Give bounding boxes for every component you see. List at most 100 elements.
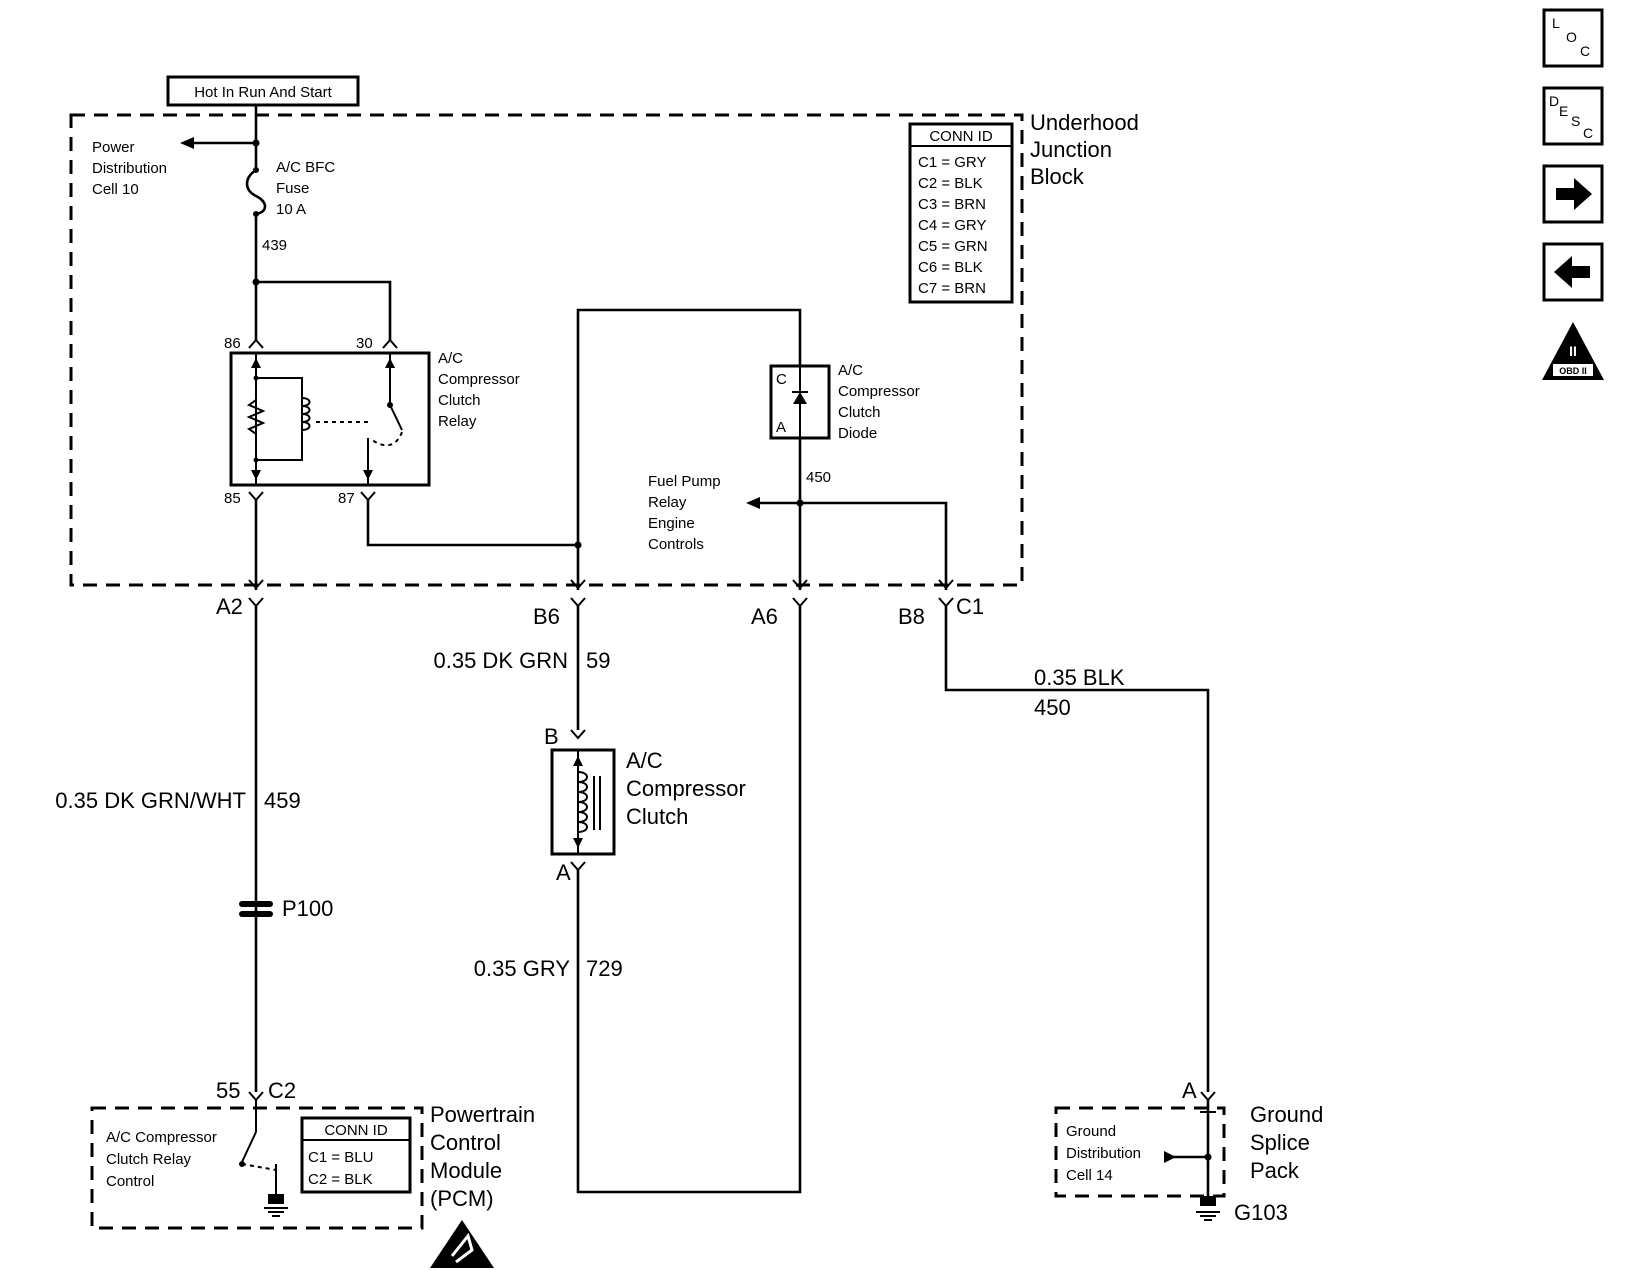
connector-c1-label: C1 — [956, 594, 984, 619]
svg-text:Engine: Engine — [648, 515, 695, 532]
coil-icon — [577, 771, 588, 833]
svg-text:Compressor: Compressor — [438, 371, 520, 388]
pcm-pin: 55 C2 — [216, 1078, 296, 1103]
svg-text:Controls: Controls — [648, 536, 704, 553]
relay-pins: 86 30 85 87 — [224, 335, 398, 507]
pcm-conn-id-table: CONN ID C1 = BLU C2 = BLK — [300, 1116, 412, 1194]
svg-text:450: 450 — [1034, 695, 1071, 720]
ujb-name: Underhood Junction Block — [1030, 110, 1139, 189]
svg-text:Underhood: Underhood — [1030, 110, 1139, 135]
svg-text:Fuse: Fuse — [276, 180, 309, 197]
arrow-right-icon — [1556, 178, 1592, 210]
feed-wire — [180, 105, 260, 168]
resistor-icon — [246, 399, 266, 435]
ujb-conn-title: CONN ID — [929, 128, 993, 145]
svg-text:729: 729 — [586, 956, 623, 981]
svg-text:30: 30 — [356, 335, 373, 352]
wire-59-label: 0.35 DK GRN 59 — [434, 648, 611, 673]
svg-text:Block: Block — [1030, 164, 1085, 189]
power-distribution-label: Power Distribution Cell 10 — [92, 139, 167, 198]
svg-text:A/C: A/C — [626, 748, 663, 773]
svg-text:O: O — [1566, 29, 1577, 45]
svg-text:Compressor: Compressor — [838, 383, 920, 400]
wire-b6-loop — [576, 308, 802, 590]
svg-text:55: 55 — [216, 1078, 240, 1103]
arrow-left-icon — [1554, 256, 1590, 288]
svg-text:Compressor: Compressor — [626, 776, 746, 801]
ujb-conn-row: C4 = GRY — [918, 217, 987, 234]
svg-text:59: 59 — [586, 648, 610, 673]
ground-splice-internals — [1164, 1100, 1220, 1221]
wire-to-pin30 — [256, 280, 392, 340]
svg-text:C2: C2 — [268, 1078, 296, 1103]
svg-text:Clutch Relay: Clutch Relay — [106, 1151, 192, 1168]
svg-text:CONN ID: CONN ID — [324, 1122, 388, 1139]
svg-text:A/C: A/C — [838, 362, 863, 379]
svg-text:10 A: 10 A — [276, 201, 306, 218]
svg-text:(PCM): (PCM) — [430, 1186, 494, 1211]
arrow-right-icon — [1164, 1151, 1176, 1163]
ujb-conn-row: C5 = GRN — [918, 238, 988, 255]
svg-text:E: E — [1559, 103, 1568, 119]
pcm-control-label: A/C Compressor Clutch Relay Control — [106, 1129, 217, 1190]
ground-pin: A — [1182, 1078, 1216, 1103]
esd-warning-icon — [430, 1220, 494, 1268]
svg-text:Distribution: Distribution — [1066, 1145, 1141, 1162]
diode-box: C A — [769, 364, 831, 440]
coil-icon — [301, 397, 311, 431]
ujb-conn-id-table: CONN ID C1 = GRY C2 = BLK C3 = BRN C4 = … — [908, 122, 1014, 304]
svg-text:Clutch: Clutch — [838, 404, 881, 421]
svg-text:L: L — [1552, 15, 1560, 31]
splice-dot — [574, 541, 582, 549]
pcm-switch — [239, 1100, 288, 1217]
arrow-left-icon — [180, 137, 194, 149]
connector-b6-label: B6 — [533, 604, 560, 629]
ground-icon — [1200, 1196, 1216, 1206]
wire-450-label: 0.35 BLK 450 — [1034, 665, 1125, 720]
svg-text:Module: Module — [430, 1158, 502, 1183]
compressor-clutch: B A — [544, 724, 616, 885]
ground-icon — [268, 1194, 284, 1204]
svg-text:C2 = BLK: C2 = BLK — [308, 1171, 373, 1188]
svg-text:Ground: Ground — [1250, 1102, 1323, 1127]
hot-in-run-label: Hot In Run And Start — [194, 84, 332, 101]
arrow-left-icon — [746, 497, 760, 509]
ground-splice-outline — [1054, 1106, 1226, 1198]
svg-text:Ground: Ground — [1066, 1123, 1116, 1140]
wire-729 — [576, 606, 802, 1194]
svg-text:B: B — [544, 724, 559, 749]
svg-text:Cell 14: Cell 14 — [1066, 1167, 1113, 1184]
previous-page-button[interactable] — [1542, 242, 1604, 302]
connector-b8-label: B8 — [898, 604, 925, 629]
diode-icon — [793, 392, 807, 404]
svg-text:Distribution: Distribution — [92, 160, 167, 177]
svg-text:Diode: Diode — [838, 425, 877, 442]
location-button[interactable]: L O C — [1542, 8, 1604, 68]
wire-729-label: 0.35 GRY 729 — [474, 956, 623, 981]
obd-ii-button[interactable]: II OBD II — [1542, 322, 1604, 380]
svg-text:A/C Compressor: A/C Compressor — [106, 1129, 217, 1146]
description-button[interactable]: D E S C — [1542, 86, 1604, 146]
next-page-button[interactable] — [1542, 164, 1604, 224]
circuit-450-label: 450 — [806, 469, 831, 486]
svg-text:S: S — [1571, 113, 1580, 129]
svg-text:0.35 BLK: 0.35 BLK — [1034, 665, 1125, 690]
svg-text:A: A — [556, 860, 571, 885]
svg-text:86: 86 — [224, 335, 241, 352]
relay-label: A/C Compressor Clutch Relay — [438, 350, 520, 430]
relay-box — [229, 351, 431, 487]
hot-in-run-label-box: Hot In Run And Start — [166, 75, 360, 107]
connector-a2-label: A2 — [216, 594, 243, 619]
wire-450-ground — [944, 606, 1210, 1092]
fuse-symbol — [245, 167, 267, 217]
fuse-label: A/C BFC Fuse 10 A — [276, 159, 335, 218]
svg-text:Cell 10: Cell 10 — [92, 181, 139, 198]
svg-text:C: C — [776, 371, 787, 388]
svg-text:C: C — [1580, 43, 1590, 59]
svg-text:A: A — [776, 419, 786, 436]
wire-459-label: 0.35 DK GRN/WHT 459 — [55, 788, 300, 813]
svg-text:Splice: Splice — [1250, 1130, 1310, 1155]
svg-text:0.35 GRY: 0.35 GRY — [474, 956, 571, 981]
ujb-conn-row: C6 = BLK — [918, 259, 983, 276]
ujb-conn-row: C2 = BLK — [918, 175, 983, 192]
